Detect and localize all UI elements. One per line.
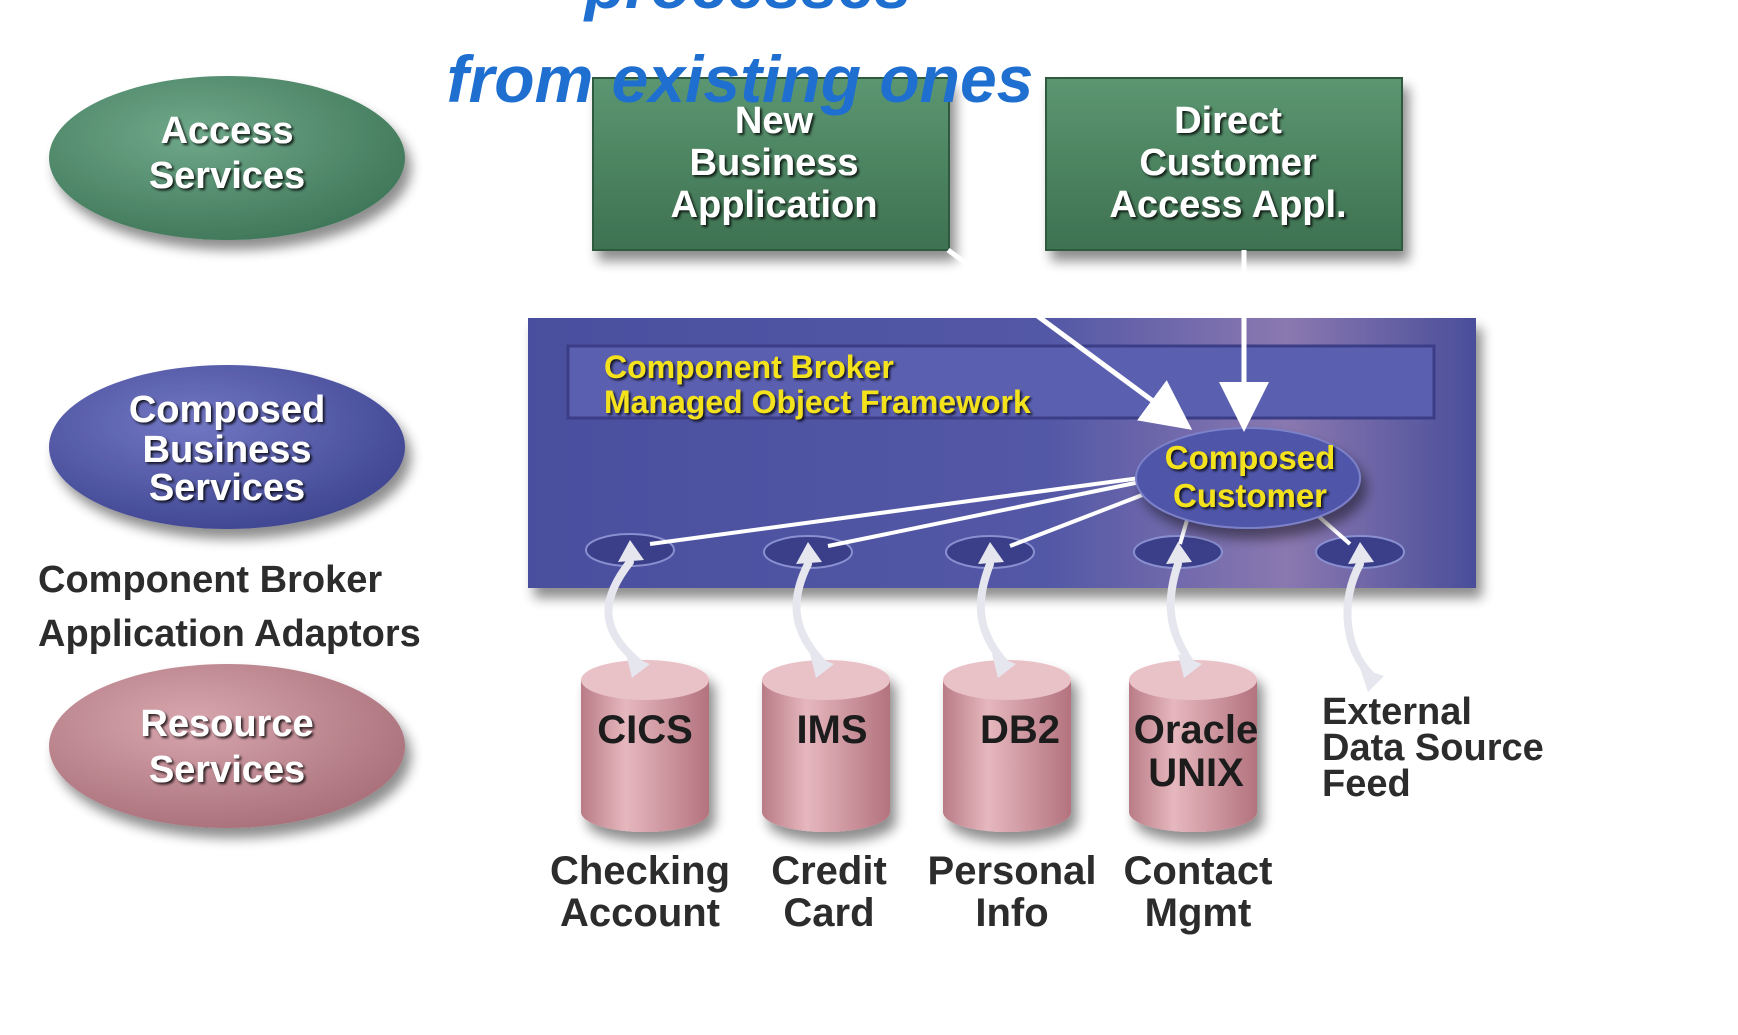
app-new-label-1: New	[735, 100, 814, 142]
tier-access-label-2: Services	[149, 155, 305, 197]
db-ims-caption-1: Credit	[771, 849, 887, 893]
app-new-label-2: Business	[690, 142, 859, 184]
tier-composed-business-services	[49, 365, 405, 529]
external-label-2: Data Source	[1322, 727, 1544, 769]
adaptors-label: Component Broker Application Adaptors	[38, 559, 421, 655]
adaptor-arrow-oracle	[1166, 560, 1194, 666]
tier-resource-services	[49, 664, 405, 828]
app-direct-customer-access	[1045, 77, 1403, 251]
external-feed-label: External Data Source Feed	[1322, 691, 1544, 805]
tier-resource-label-2: Services	[149, 749, 305, 791]
app-direct-label-1: Direct	[1174, 100, 1282, 142]
page-title-line-1: processes	[583, 0, 912, 22]
db-db2-caption-2: Info	[975, 891, 1048, 935]
page-title-line-2: from existing ones	[447, 42, 1034, 116]
composed-customer-label-1: Composed	[1165, 439, 1336, 476]
framework-label-2: Managed Object Framework	[604, 384, 1031, 420]
adaptor-arrow-ims	[792, 560, 826, 666]
framework-label-1: Component Broker	[604, 349, 894, 385]
tier-resource-label-1: Resource	[140, 703, 313, 745]
adaptor-arrow-cics	[604, 558, 642, 666]
db-db2-caption-1: Personal	[928, 849, 1097, 893]
db-oracle-caption-1: Contact	[1124, 849, 1273, 893]
arrow-new-app	[946, 247, 1193, 430]
db-cics-name: CICS	[597, 708, 693, 752]
tier-composed-label-2: Business	[143, 429, 312, 471]
external-label-1: External	[1322, 691, 1472, 733]
db-ims-name: IMS	[796, 708, 867, 752]
adaptors-label-1: Component Broker	[38, 559, 382, 601]
tier-access-services	[49, 76, 405, 240]
db-ims-caption-2: Card	[783, 891, 874, 935]
db-cics-caption-2: Account	[560, 891, 720, 935]
db-cics-caption-1: Checking	[550, 849, 730, 893]
db-oracle-name-2: UNIX	[1148, 751, 1244, 795]
app-new-business-application	[592, 77, 950, 251]
db-cics	[581, 660, 709, 832]
app-direct-label-3: Access Appl.	[1109, 184, 1346, 226]
tier-access-label-1: Access	[160, 110, 293, 152]
external-label-3: Feed	[1322, 763, 1411, 805]
db-ims	[762, 660, 890, 832]
db-oracle-unix	[1129, 660, 1257, 832]
tier-composed-label-1: Composed	[129, 389, 325, 431]
composed-customer-label-2: Customer	[1173, 477, 1327, 514]
app-direct-label-2: Customer	[1139, 142, 1317, 184]
adaptor-arrows	[604, 558, 1376, 680]
tier-composed-label-3: Services	[149, 467, 305, 509]
app-new-label-3: Application	[671, 184, 878, 226]
arrow-heads	[618, 540, 1384, 692]
db-oracle-caption-2: Mgmt	[1145, 891, 1252, 935]
adaptors-label-2: Application Adaptors	[38, 613, 421, 655]
db-db2	[943, 660, 1071, 832]
adaptor-arrow-external	[1343, 560, 1376, 680]
adaptor-arrow-db2	[976, 560, 1008, 666]
app-arrows	[946, 247, 1269, 432]
db-oracle-name-1: Oracle	[1134, 708, 1259, 752]
db-db2-name: DB2	[980, 708, 1060, 752]
